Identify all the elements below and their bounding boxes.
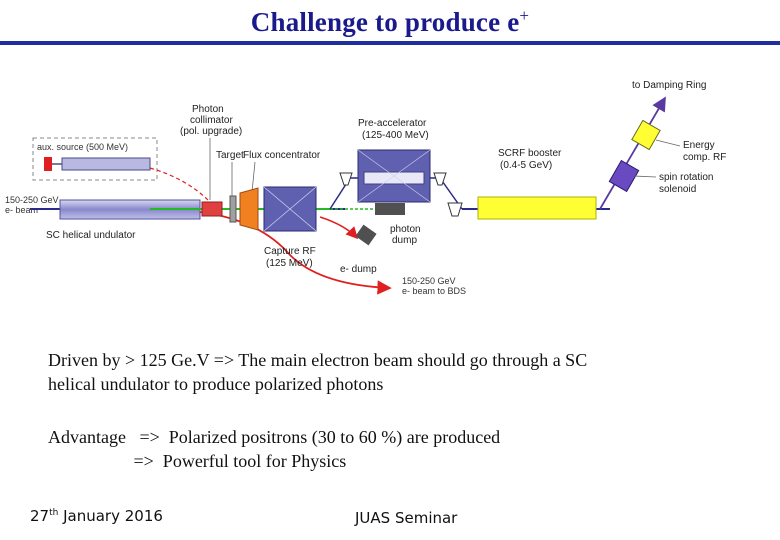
flux-concentrator: [239, 187, 259, 231]
pre-accelerator-label-2: (125-400 MeV): [362, 130, 429, 141]
footer-seminar: JUAS Seminar: [355, 509, 458, 527]
chicane-magnet-1: [339, 172, 353, 186]
capture-rf-label-2: (125 MeV): [266, 258, 313, 269]
footer-date-rest: January 2016: [58, 507, 163, 525]
energy-comp-pointer: [655, 139, 681, 147]
beam-out-label-2: e- beam to BDS: [402, 286, 466, 296]
flux-concentrator-pointer: [251, 161, 256, 193]
e-dump-label: e- dump: [340, 264, 377, 275]
photon-collimator: [201, 201, 223, 217]
energy-comp-label-1: Energy: [683, 140, 715, 151]
paragraph-line: => Powerful tool for Physics: [48, 451, 347, 471]
paragraph-line: Driven by > 125 Ge.V => The main electro…: [48, 350, 588, 370]
target: [229, 195, 237, 223]
energy-comp-label-2: comp. RF: [683, 152, 726, 163]
aux-source-accelerator: [61, 157, 151, 171]
photon-dump: [375, 203, 405, 215]
to-damping-ring-label: to Damping Ring: [632, 80, 706, 91]
spin-rotation-solenoid: [608, 159, 640, 193]
target-label: Target: [216, 150, 244, 161]
flux-concentrator-label: Flux concentrator: [243, 150, 321, 161]
pre-accelerator-label-1: Pre-accelerator: [358, 118, 427, 129]
paragraph-advantage: Advantage => Polarized positrons (30 to …: [48, 425, 500, 473]
aux-source-red-block: [44, 157, 52, 171]
capture-rf-cross-2: [263, 186, 317, 232]
pre-accelerator-cross-2: [357, 149, 431, 203]
aux-source-dashed-path: [149, 167, 209, 201]
photon-dump-label-2: dump: [392, 235, 417, 246]
paragraph-driven-by: Driven by > 125 Ge.V => The main electro…: [48, 348, 728, 396]
capture-rf-label-1: Capture RF: [264, 246, 316, 257]
beam-in-label-1: 150-250 GeV: [5, 195, 59, 205]
slide-title: Challenge to produce e+: [0, 6, 780, 38]
e-dump-block: [355, 224, 377, 246]
beam-out-label-1: 150-250 GeV: [402, 276, 456, 286]
spin-rotation-label-1: spin rotation: [659, 172, 713, 183]
photon-collimator-label-1: Photon: [192, 104, 224, 115]
beam-in-label-2: e- beam: [5, 205, 38, 215]
scrf-booster-label-1: SCRF booster: [498, 148, 562, 159]
scrf-booster: [477, 196, 597, 220]
scrf-booster-label-2: (0.4-5 GeV): [500, 160, 552, 171]
footer-date-day: 27: [30, 507, 50, 525]
positron-source-diagram: aux. source (500 MeV) 150-250 GeV e- bea…: [5, 80, 726, 296]
spin-rotation-pointer: [633, 175, 657, 178]
paragraph-line: Advantage => Polarized positrons (30 to …: [48, 427, 501, 447]
aux-source-box: [32, 137, 158, 181]
spin-rotation-label-2: solenoid: [659, 184, 696, 195]
e-dump-path: [319, 216, 359, 240]
chicane-magnet-3: [447, 202, 463, 217]
title-underline: [0, 41, 780, 45]
pre-accelerator-inner: [363, 171, 425, 185]
aux-source-label: aux. source (500 MeV): [37, 142, 128, 152]
footer-date: 27th January 2016: [30, 507, 163, 525]
footer-date-suffix: th: [49, 508, 59, 518]
photon-dump-label-1: photon: [390, 224, 421, 235]
title-superscript: +: [519, 6, 530, 25]
photon-collimator-label-3: (pol. upgrade): [180, 126, 242, 137]
paragraph-line: helical undulator to produce polarized p…: [48, 374, 384, 394]
photon-collimator-label-2: collimator: [190, 115, 233, 126]
transfer-line: [599, 96, 666, 210]
energy-comp-rf: [631, 119, 661, 151]
sc-undulator-label: SC helical undulator: [46, 230, 136, 241]
title-text: Challenge to produce e: [250, 7, 520, 37]
chicane-magnet-2: [433, 172, 447, 186]
